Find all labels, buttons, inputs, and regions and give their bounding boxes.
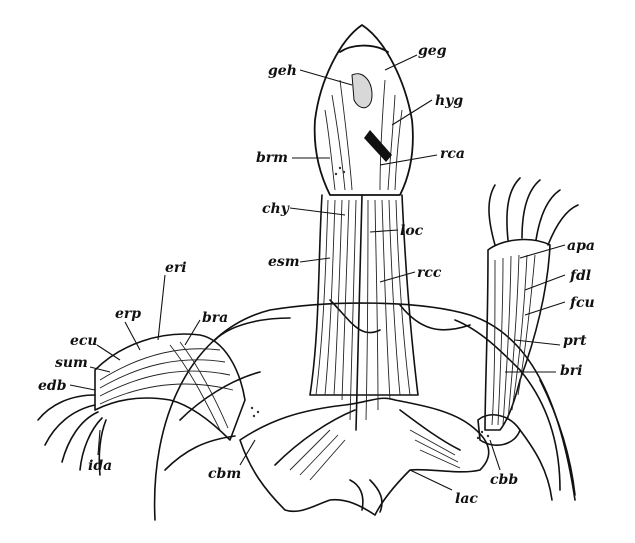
right-limb-fibers (491, 254, 536, 426)
label-eri: eri (165, 260, 187, 276)
jaw-dark-band (364, 130, 392, 162)
label-sum: sum (55, 355, 88, 371)
label-fdl: fdl (569, 268, 591, 284)
label-geh: geh (268, 63, 297, 79)
left-limb-fibers (99, 341, 234, 431)
label-hyg: hyg (435, 93, 463, 109)
diagram-labels: geh geg hyg brm rca chy loc esm rcc apa … (38, 43, 595, 507)
girdle-fibers (289, 429, 461, 481)
label-apa: apa (567, 238, 595, 254)
label-cbb: cbb (490, 472, 518, 488)
label-prt: prt (563, 333, 587, 349)
leader-lines (69, 54, 566, 491)
label-lac: lac (455, 491, 478, 507)
label-brm: brm (256, 150, 288, 166)
label-erp: erp (115, 306, 141, 322)
head-outline (313, 24, 414, 196)
neck-fibers (315, 199, 411, 421)
carapace-outline (153, 299, 576, 521)
gland-dotted (351, 73, 373, 109)
label-cbm: cbm (208, 466, 241, 482)
label-ida: ida (88, 458, 112, 474)
label-chy: chy (262, 201, 290, 217)
label-loc: loc (400, 223, 424, 239)
label-fcu: fcu (569, 295, 595, 311)
label-rca: rca (440, 146, 465, 162)
label-esm: esm (268, 254, 300, 270)
label-bra: bra (202, 310, 228, 326)
girdle-structure (239, 397, 490, 516)
left-claws (37, 394, 107, 476)
label-ecu: ecu (70, 333, 98, 349)
label-bri: bri (560, 363, 582, 379)
label-geg: geg (418, 43, 447, 59)
label-edb: edb (38, 378, 67, 394)
label-rcc: rcc (417, 265, 442, 281)
right-claws (488, 177, 579, 246)
head-fibers (324, 79, 403, 191)
stipple-accents (250, 166, 490, 440)
